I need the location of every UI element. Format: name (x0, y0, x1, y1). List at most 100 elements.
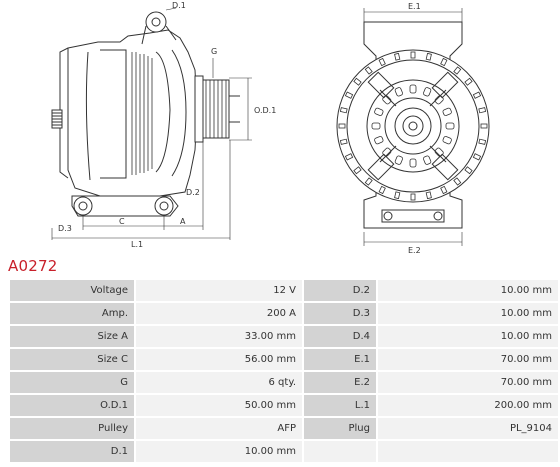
inner-vent-slot (445, 122, 455, 130)
vent-slot (394, 191, 401, 200)
spec-value: 70.00 mm (378, 349, 558, 370)
front-view-dimensions (363, 8, 463, 246)
spec-label: Amp. (10, 303, 134, 324)
spec-label: D.4 (304, 326, 376, 347)
spec-label: E.2 (304, 372, 376, 393)
part-code: A0272 (8, 257, 58, 275)
vent-slot (453, 66, 462, 75)
spec-label: Plug (304, 418, 376, 439)
vent-slot (339, 138, 348, 145)
vent-slot (464, 166, 473, 175)
spec-label: Voltage (10, 280, 134, 301)
vent-slot (364, 66, 373, 75)
inner-vent-slot (434, 95, 444, 105)
inner-vent-slot (434, 147, 444, 157)
vent-slot (480, 123, 488, 129)
inner-vent-slot (423, 155, 432, 165)
inner-vent-slot (394, 87, 403, 97)
label-d3: D.3 (58, 224, 72, 233)
spec-label (304, 441, 376, 462)
spec-value: AFP (136, 418, 302, 439)
vent-slot (364, 177, 373, 186)
spec-value (378, 441, 558, 462)
vent-slot (410, 193, 416, 201)
spec-label: D.2 (304, 280, 376, 301)
spec-label: Size A (10, 326, 134, 347)
vent-slot (464, 77, 473, 86)
inner-vent-slot (442, 107, 452, 116)
spec-label: O.D.1 (10, 395, 134, 416)
front-view (336, 21, 490, 229)
label-e2: E.2 (408, 246, 421, 255)
vent-slot (425, 191, 432, 200)
alternator-technical-drawing: D.1 G O.D.1 D.2 D.3 C A L.1 E.1 E.2 (51, 1, 490, 255)
front-view-vents (338, 51, 488, 201)
spec-value: 10.00 mm (378, 280, 558, 301)
label-c: C (119, 217, 125, 226)
inner-vent-slot (409, 84, 417, 94)
spec-label: D.3 (304, 303, 376, 324)
spec-value: 10.00 mm (378, 326, 558, 347)
side-view-dimensions (51, 7, 252, 240)
label-d1: D.1 (172, 1, 186, 10)
label-a: A (180, 217, 186, 226)
inner-vent-slot (409, 158, 417, 168)
spec-label: G (10, 372, 134, 393)
spec-label: D.1 (10, 441, 134, 462)
inner-vent-slot (374, 107, 384, 116)
spec-value: 56.00 mm (136, 349, 302, 370)
vent-slot (478, 107, 487, 114)
spec-value: 200 A (136, 303, 302, 324)
vent-slot (440, 57, 448, 67)
vent-slot (472, 153, 482, 161)
inner-vent-slot (423, 87, 432, 97)
spec-value: 50.00 mm (136, 395, 302, 416)
vent-slot (425, 52, 432, 61)
vent-slot (478, 138, 487, 145)
spec-value: 70.00 mm (378, 372, 558, 393)
spec-label: E.1 (304, 349, 376, 370)
spec-value: 6 qty. (136, 372, 302, 393)
spec-value: 33.00 mm (136, 326, 302, 347)
vent-slot (453, 177, 462, 186)
vent-slot (378, 57, 386, 67)
label-g: G (211, 47, 217, 56)
label-d2: D.2 (186, 188, 200, 197)
vent-slot (338, 123, 346, 129)
label-e1: E.1 (408, 2, 421, 11)
spec-label: Size C (10, 349, 134, 370)
inner-vent-slot (442, 136, 452, 145)
inner-vent-slot (371, 122, 381, 130)
vent-slot (394, 52, 401, 61)
inner-vent-slot (394, 155, 403, 165)
inner-vent-slot (374, 136, 384, 145)
spec-label: L.1 (304, 395, 376, 416)
spec-value: 200.00 mm (378, 395, 558, 416)
spec-value: 10.00 mm (378, 303, 558, 324)
spec-value: PL_9104 (378, 418, 558, 439)
vent-slot (339, 107, 348, 114)
label-od1: O.D.1 (254, 106, 276, 115)
vent-slot (378, 185, 386, 195)
vent-slot (344, 153, 354, 161)
inner-vent-slot (382, 147, 392, 157)
inner-vent-slot (382, 95, 392, 105)
spec-label: Pulley (10, 418, 134, 439)
spec-value: 12 V (136, 280, 302, 301)
vent-slot (410, 51, 416, 59)
vent-slot (440, 185, 448, 195)
spec-value: 10.00 mm (136, 441, 302, 462)
side-view (51, 11, 240, 217)
vent-slot (472, 91, 482, 99)
label-l1: L.1 (131, 240, 143, 249)
vent-slot (344, 91, 354, 99)
vent-slot (353, 166, 362, 175)
